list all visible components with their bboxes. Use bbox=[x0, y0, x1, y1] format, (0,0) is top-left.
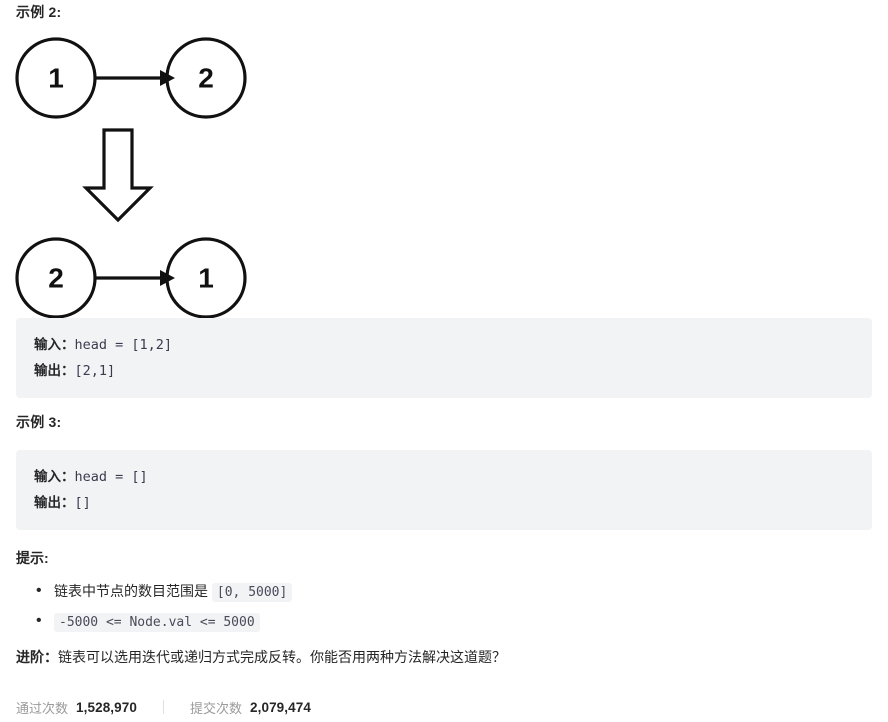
example-2-output-line: 输出：[2,1] bbox=[34, 358, 854, 384]
example-3-input-line: 输入：head = [] bbox=[34, 464, 854, 490]
input-value: head = [1,2] bbox=[74, 337, 173, 353]
followup-section: 进阶：链表可以选用迭代或递归方式完成反转。你能否用两种方法解决这道题？ bbox=[16, 646, 506, 668]
followup-label: 进阶： bbox=[16, 649, 58, 665]
accepted-value: 1,528,970 bbox=[76, 699, 137, 715]
submissions-label: 提交次数 bbox=[189, 700, 242, 716]
list-item: • -5000 <= Node.val <= 5000 bbox=[36, 608, 754, 636]
diagram-bottom-row: 2 1 bbox=[15, 237, 247, 318]
hint-inline-code: -5000 <= Node.val <= 5000 bbox=[54, 613, 260, 632]
example-2-heading: 示例 2: bbox=[16, 4, 62, 20]
diagram-top-row: 1 2 bbox=[15, 37, 247, 119]
transform-down-arrow bbox=[82, 128, 154, 223]
hint-inline-code: [0, 5000] bbox=[211, 583, 293, 602]
hints-heading: 提示: bbox=[16, 550, 49, 566]
stats-divider bbox=[162, 700, 164, 714]
accepted-stat: 通过次数 1,528,970 bbox=[16, 698, 137, 717]
arrow-head-bottom bbox=[160, 270, 175, 286]
output-label: 输出： bbox=[34, 495, 75, 510]
hints-list: • 链表中节点的数目范围是 [0, 5000] • -5000 <= Node.va… bbox=[16, 578, 754, 638]
input-label: 输入： bbox=[34, 469, 75, 484]
list-item: • 链表中节点的数目范围是 [0, 5000] bbox=[36, 578, 754, 606]
output-label: 输出： bbox=[34, 363, 75, 378]
submissions-stat: 提交次数 2,079,474 bbox=[190, 698, 311, 717]
output-value: [2,1] bbox=[74, 363, 116, 379]
example-2-input-line: 输入：head = [1,2] bbox=[34, 332, 854, 358]
example-3-heading: 示例 3: bbox=[16, 414, 62, 430]
bullet-icon: • bbox=[36, 612, 42, 629]
bullet-icon: • bbox=[36, 582, 42, 599]
example-3-code-block: 输入：head = [] 输出：[] bbox=[16, 450, 872, 530]
input-value: head = [] bbox=[74, 469, 148, 485]
input-label: 输入： bbox=[34, 337, 75, 352]
node-label-bottom-left: 2 bbox=[48, 263, 64, 294]
node-label-top-left: 1 bbox=[48, 63, 64, 94]
linked-list-reversal-diagram: 1 2 2 1 bbox=[0, 28, 280, 318]
hint-text: 链表中节点的数目范围是 bbox=[54, 583, 212, 599]
output-value: [] bbox=[74, 495, 91, 511]
node-label-top-right: 2 bbox=[198, 63, 214, 94]
node-label-bottom-right: 1 bbox=[198, 263, 214, 294]
example-3-output-line: 输出：[] bbox=[34, 490, 854, 516]
followup-text: 链表可以选用迭代或递归方式完成反转。你能否用两种方法解决这道题？ bbox=[58, 649, 506, 665]
example-2-code-block: 输入：head = [1,2] 输出：[2,1] bbox=[16, 318, 872, 398]
arrow-head-top bbox=[160, 70, 175, 86]
problem-stats-bar: 通过次数 1,528,970 提交次数 2,079,474 bbox=[16, 696, 311, 718]
submissions-value: 2,079,474 bbox=[250, 699, 311, 715]
accepted-label: 通过次数 bbox=[16, 700, 69, 716]
